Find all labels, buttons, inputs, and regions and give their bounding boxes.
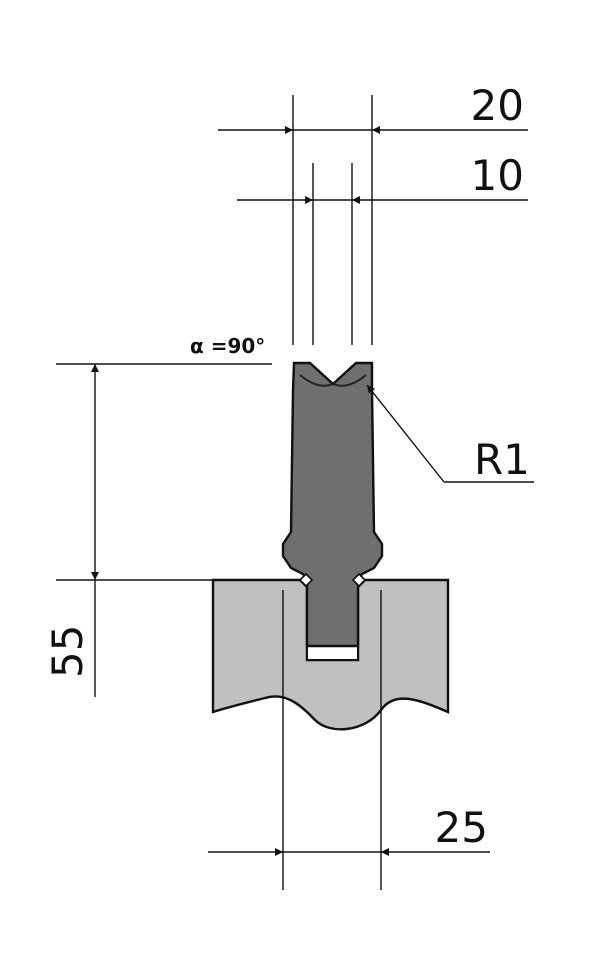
v-groove-edge — [299, 374, 367, 387]
radius-label: R1 — [474, 435, 530, 484]
angle-label: α =90° — [190, 334, 265, 358]
holder-body — [211, 578, 450, 731]
dim-55-label: 55 — [43, 625, 92, 678]
radius-leader-diagonal — [366, 384, 445, 483]
dim-25-label: 25 — [435, 803, 488, 852]
right-notch — [351, 572, 367, 588]
left-notch — [298, 572, 314, 588]
dim-20-label: 20 — [471, 81, 524, 130]
dim-10-label: 10 — [471, 151, 524, 200]
holder-slot-clearance — [306, 645, 359, 661]
